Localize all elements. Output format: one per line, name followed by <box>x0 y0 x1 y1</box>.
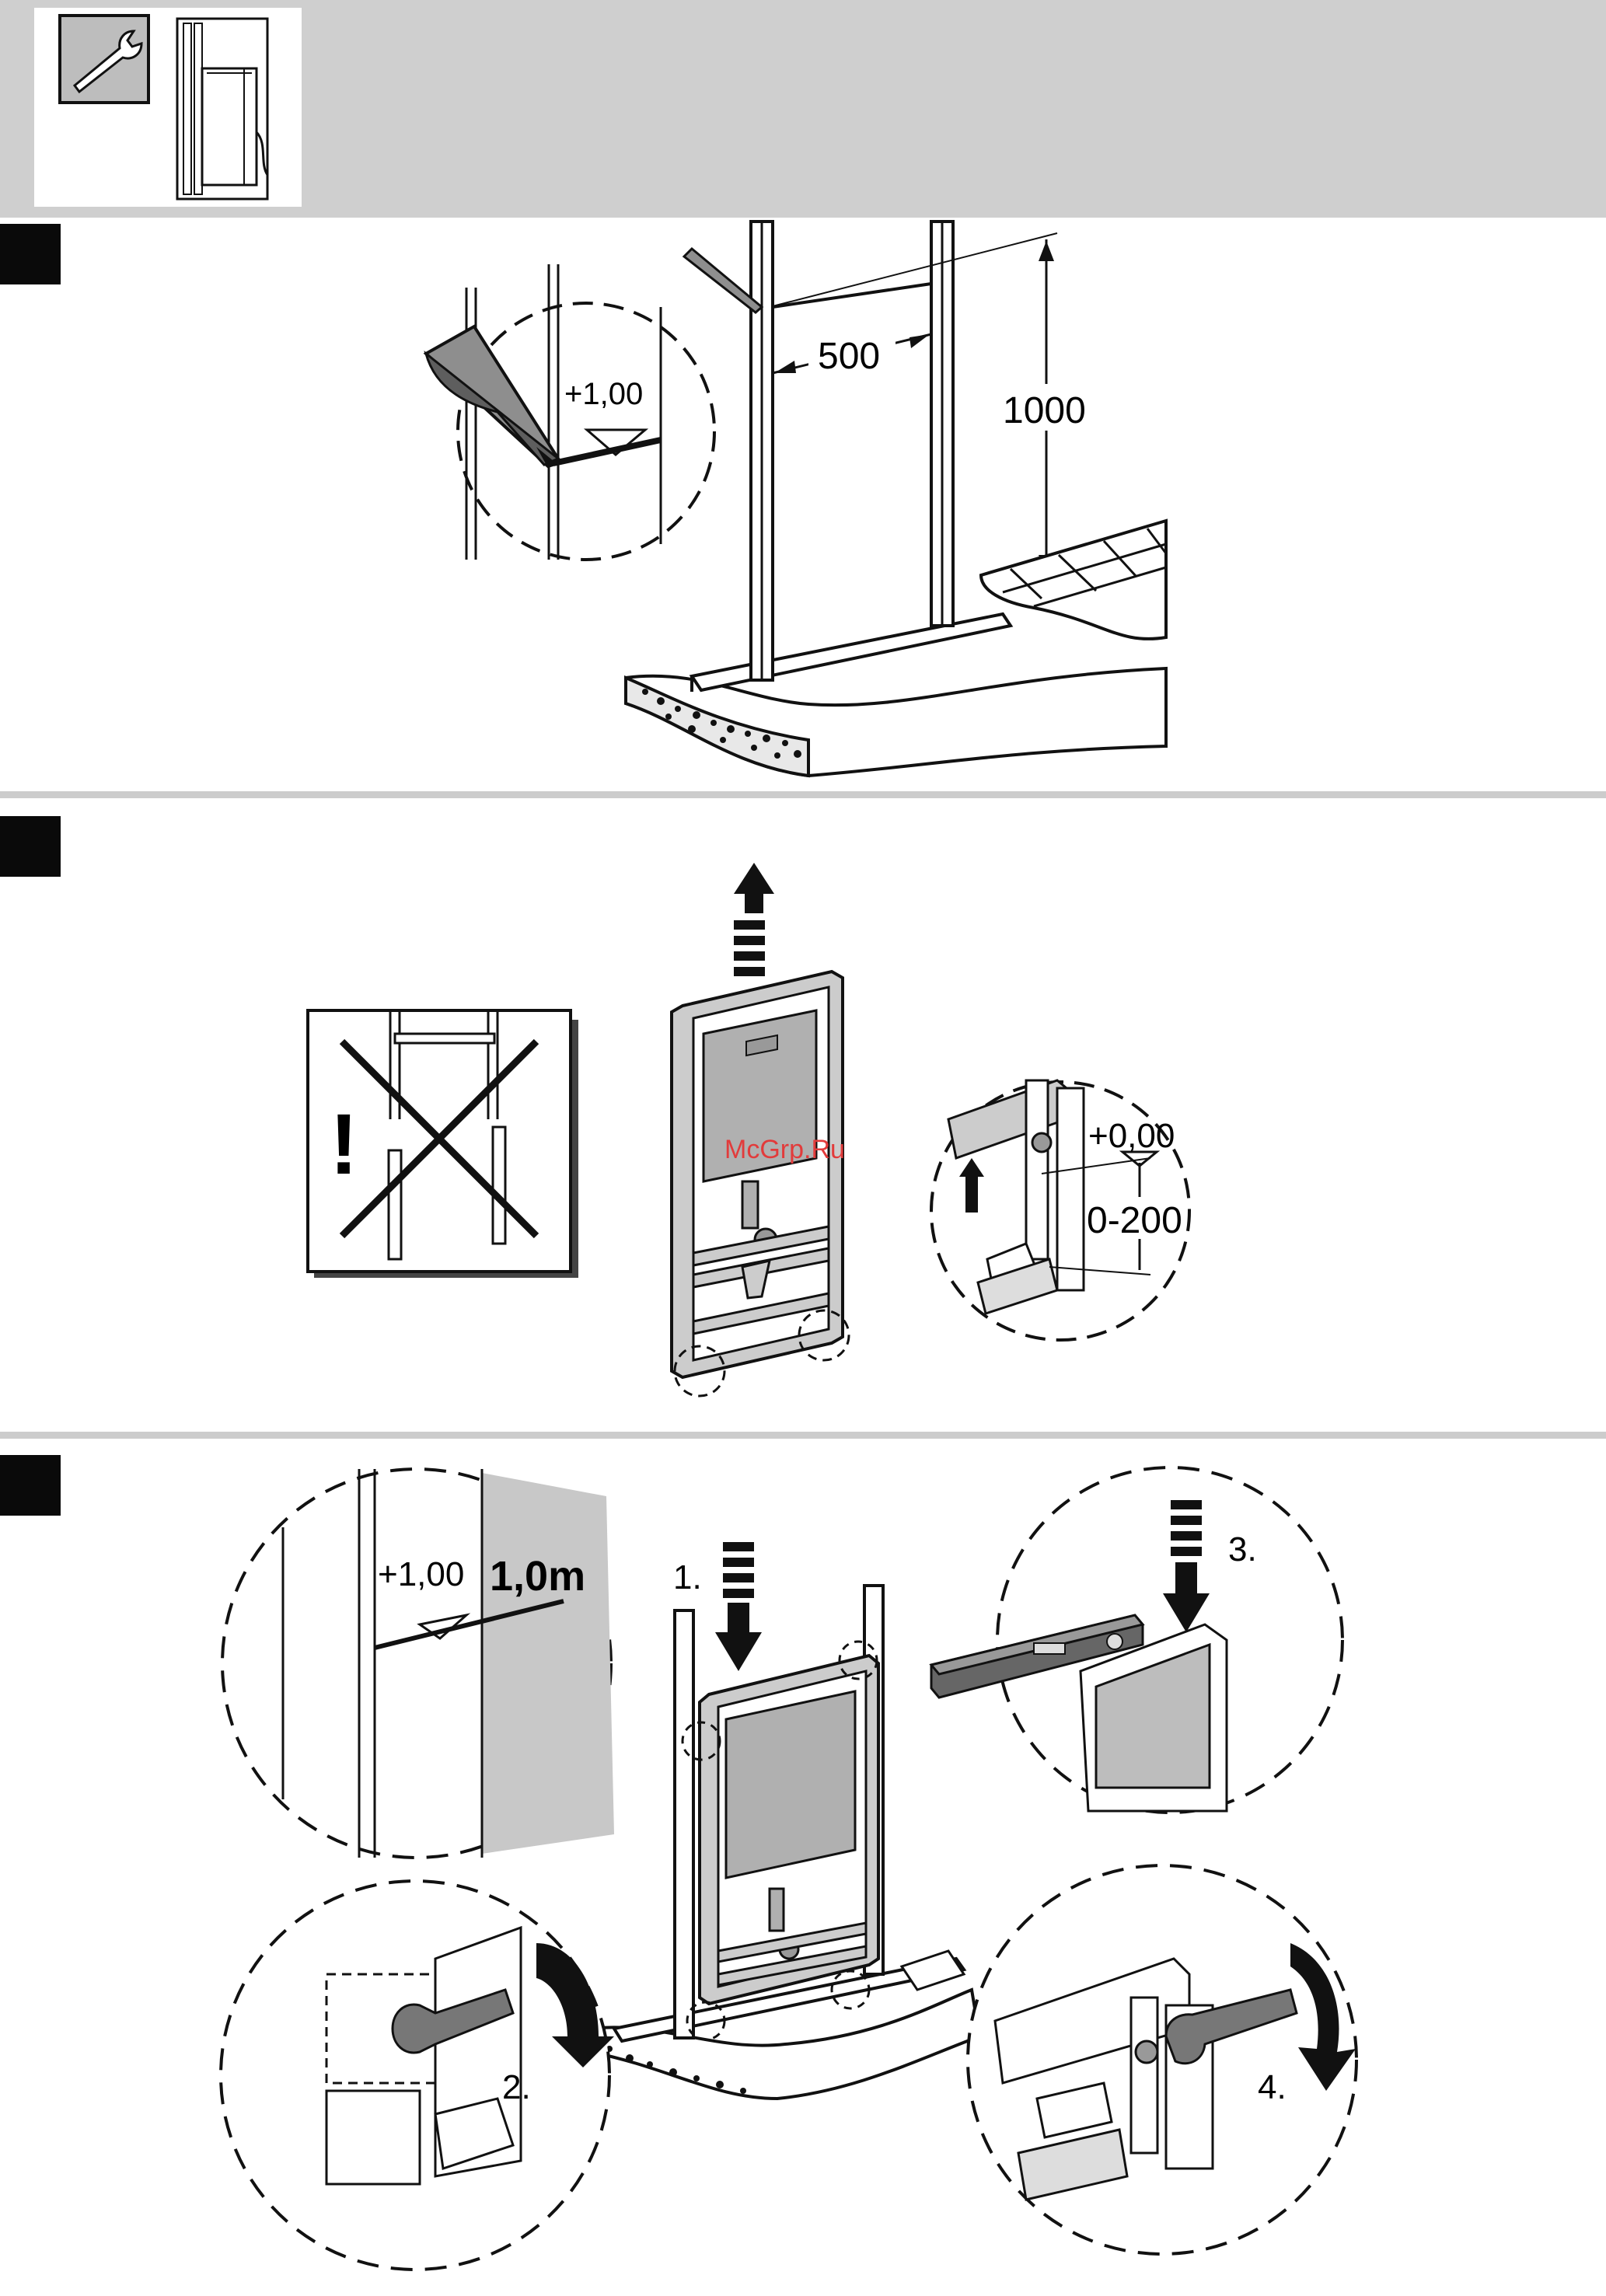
wrench-tighten-right-callout: 4. <box>968 1865 1356 2254</box>
level-mark-label: +1,00 <box>378 1555 464 1593</box>
step-1-label: 1. <box>673 1558 702 1596</box>
step-4-label: 4. <box>1258 2068 1287 2106</box>
installation-frame-in-wall: 1. <box>591 1542 979 2099</box>
push-down-arrow-icon <box>715 1542 762 1671</box>
spirit-level-callout: 3. <box>931 1467 1342 1813</box>
step-2-label: 2. <box>502 2068 531 2106</box>
step-3-label: 3. <box>1228 1530 1257 1568</box>
marking-detail-callout: +1,00 1,0m <box>222 1469 614 1858</box>
handwritten-mark: 1,0m <box>490 1553 585 1600</box>
wrench-tighten-left-callout: 2. <box>221 1881 614 2270</box>
